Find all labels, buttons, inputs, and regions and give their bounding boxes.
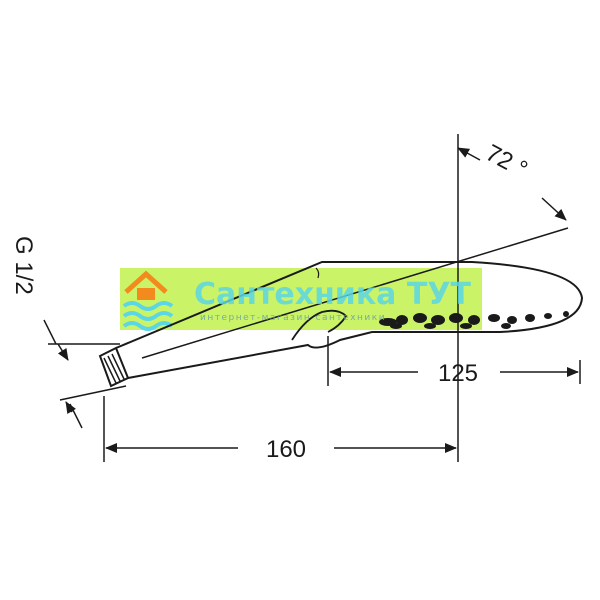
spray-nozzles — [379, 311, 569, 329]
thread-dimension: G 1/2 — [10, 236, 127, 429]
head-length-dimension: 125 — [327, 336, 581, 387]
total-length-label: 160 — [266, 436, 306, 463]
watermark-title: Сантехника ТУТ — [194, 277, 471, 312]
shower-body — [98, 227, 584, 388]
angle-label: 72 ° — [481, 139, 532, 183]
handle-axis — [141, 227, 569, 359]
angle-dimension: 72 ° — [457, 139, 567, 221]
handle-outline — [115, 261, 584, 379]
total-length-dimension: 160 — [103, 396, 457, 463]
watermark-text: Сантехника ТУТ интернет-магазин сантехни… — [194, 277, 471, 323]
watermark-house-logo — [122, 270, 174, 331]
watermark-subtitle: интернет-магазин сантехники — [200, 313, 386, 323]
head-length-label: 125 — [438, 360, 478, 387]
thread-label: G 1/2 — [10, 236, 37, 295]
watermark — [120, 268, 482, 331]
